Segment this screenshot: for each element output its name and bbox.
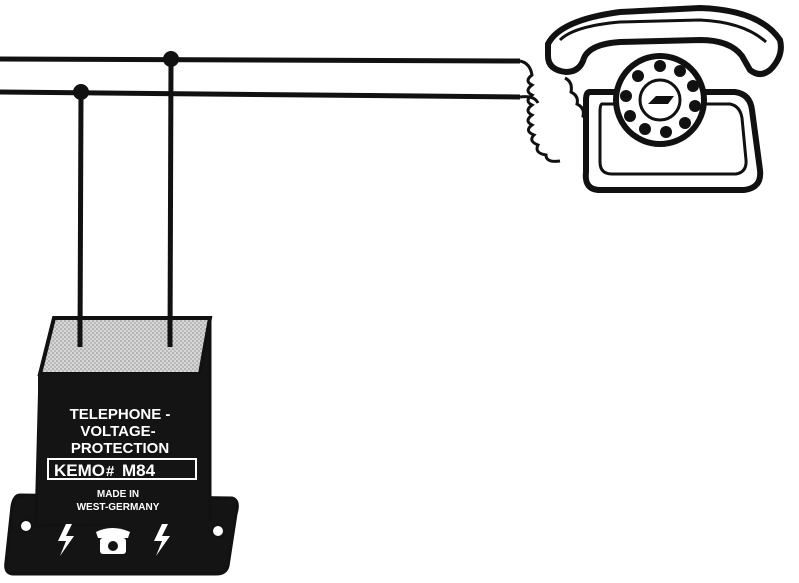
screw-hole-left — [19, 519, 33, 533]
lightning-left-icon — [58, 524, 74, 556]
wire-upper — [0, 56, 521, 64]
model-plate — [47, 458, 197, 480]
drop-wire-right — [167, 59, 174, 348]
device-top — [37, 316, 213, 376]
dial-holes — [620, 60, 701, 138]
model-number: M84 — [122, 461, 156, 480]
protection-device: TELEPHONE - VOLTAGE- PROTECTION KEMO # M… — [4, 316, 239, 576]
screw-hole-right — [211, 524, 225, 538]
device-label-line-3: PROTECTION — [71, 440, 169, 457]
lightning-right-icon — [154, 524, 170, 556]
coiled-cord — [519, 59, 592, 163]
junction-dot-lower — [73, 84, 89, 100]
model-separator: # — [106, 463, 115, 480]
telephone-icon — [545, 4, 784, 193]
made-in-line-1: MADE IN — [97, 489, 139, 500]
device-label-line-2: VOLTAGE- — [80, 423, 155, 440]
drop-wire-left — [77, 91, 84, 348]
junction-dot-upper — [163, 51, 179, 67]
telephone-line — [0, 56, 521, 348]
made-in-line-2: WEST-GERMANY — [77, 502, 160, 513]
phone-emblem-icon — [96, 528, 130, 554]
device-label-line-1: TELEPHONE - — [70, 406, 171, 423]
brand-name: KEMO — [54, 461, 105, 480]
